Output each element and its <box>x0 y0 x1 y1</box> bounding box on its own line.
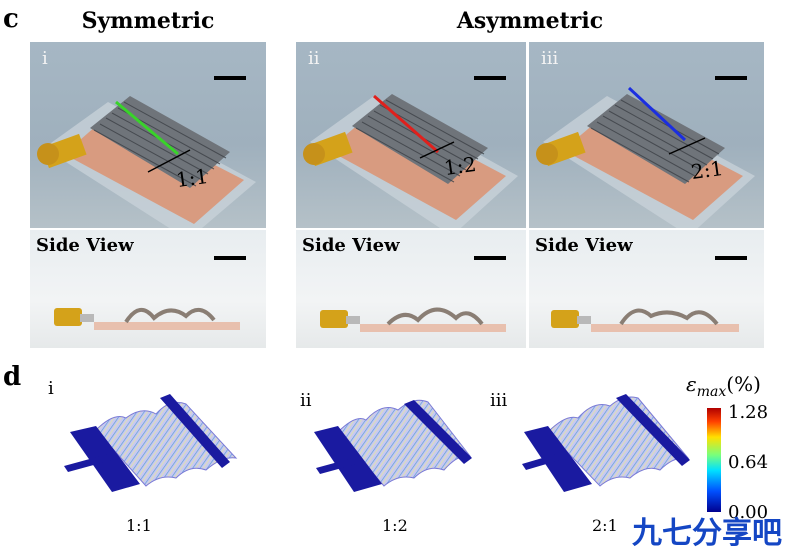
simulation-roman-label: iii <box>490 390 508 411</box>
measure-line <box>115 100 179 156</box>
simulation-mesh-1-1 <box>64 394 238 492</box>
scale-bar <box>214 256 246 260</box>
simulation-mesh-1-2 <box>314 399 472 492</box>
photo-roman-label: i <box>42 48 48 69</box>
side-view-label: Side View <box>302 235 400 256</box>
side-view-label: Side View <box>535 235 633 256</box>
scale-bar <box>474 76 506 80</box>
panel-c-letter: c <box>3 4 19 34</box>
colorbar <box>707 408 721 512</box>
scale-bar <box>474 256 506 260</box>
panel-d-letter: d <box>3 362 22 392</box>
device-photo-symmetric: i 1:1 <box>30 42 266 228</box>
device-illustration <box>303 94 518 228</box>
colorbar-tick-min: 0.00 <box>728 502 769 523</box>
scale-bar <box>214 76 246 80</box>
measure-line <box>627 86 687 142</box>
simulation-ratio-label: 1:1 <box>126 516 152 535</box>
side-view-illustration <box>320 307 506 332</box>
measure-line <box>373 94 439 154</box>
side-view-photo-asymmetric-2-1: Side View <box>529 230 764 348</box>
watermark-text: 九七分享吧 <box>632 516 782 551</box>
device-illustration <box>536 86 755 228</box>
asymmetric-title: Asymmetric <box>456 8 604 34</box>
photo-roman-label: iii <box>541 48 559 69</box>
device-photo-asymmetric-1-2: ii 1:2 <box>296 42 526 228</box>
scale-bar <box>715 256 747 260</box>
symmetric-title: Symmetric <box>81 8 215 34</box>
simulation-roman-label: i <box>48 378 54 399</box>
side-view-photo-symmetric: Side View <box>30 230 266 348</box>
colorbar-title: εmax(%) <box>686 372 761 400</box>
side-view-illustration <box>551 308 739 332</box>
simulation-ratio-label: 1:2 <box>382 516 408 535</box>
scale-bar <box>715 76 747 80</box>
side-view-illustration <box>54 308 240 330</box>
simulation-ratio-label: 2:1 <box>592 516 618 535</box>
side-view-photo-asymmetric-1-2: Side View <box>296 230 526 348</box>
device-illustration <box>37 96 256 228</box>
colorbar-tick-max: 1.28 <box>728 402 769 423</box>
colorbar-tick-mid: 0.64 <box>728 452 769 473</box>
simulation-roman-label: ii <box>300 390 312 411</box>
device-photo-asymmetric-2-1: iii 2:1 <box>529 42 764 228</box>
simulation-mesh-2-1 <box>522 394 690 492</box>
side-view-label: Side View <box>36 235 134 256</box>
photo-roman-label: ii <box>308 48 320 69</box>
